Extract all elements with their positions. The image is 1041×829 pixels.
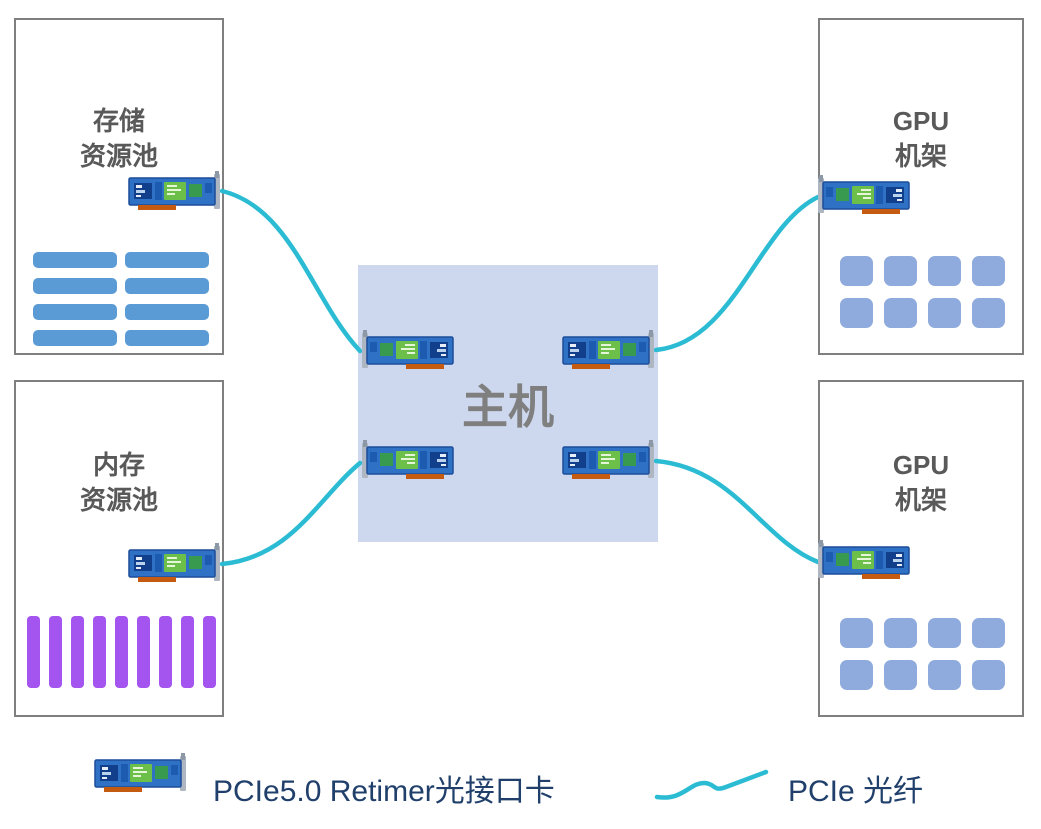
gpu-unit	[884, 660, 917, 690]
legend-fiber-label: PCIe 光纤	[788, 775, 924, 808]
gpu-unit-grid-bottom	[840, 618, 1005, 690]
gpu-unit	[928, 256, 961, 286]
memory-retimer-card-icon	[126, 543, 222, 589]
storage-bar	[125, 330, 209, 346]
storage-pool-label: 存储 资源池	[79, 106, 158, 172]
fiber-link-memory-host	[219, 460, 363, 567]
memory-pool-label: 内存 资源池	[79, 450, 158, 516]
memory-bar	[71, 616, 84, 688]
gpu-unit	[972, 256, 1005, 286]
memory-bar	[27, 616, 40, 688]
gpu-unit	[972, 660, 1005, 690]
fiber-link-storage-host	[219, 188, 363, 354]
gpu-unit	[884, 256, 917, 286]
host-retimer-card-top-right-icon	[560, 330, 656, 376]
gpu-unit	[928, 660, 961, 690]
storage-bars	[33, 252, 209, 346]
host-retimer-card-top-left-icon	[360, 330, 456, 376]
storage-bar	[33, 278, 117, 294]
memory-bar	[181, 616, 194, 688]
gpu-unit	[884, 298, 917, 328]
memory-bar	[203, 616, 216, 688]
gpu-rack-bottom-label: GPU 机架	[892, 450, 950, 516]
memory-bar	[137, 616, 150, 688]
memory-bar	[115, 616, 128, 688]
host-retimer-card-bottom-right-icon	[560, 440, 656, 486]
memory-pool-box: 内存 资源池	[14, 380, 224, 717]
legend-fiber-icon	[654, 769, 769, 800]
gpu-unit	[928, 298, 961, 328]
gpu-unit-grid-top	[840, 256, 1005, 328]
storage-bar	[125, 278, 209, 294]
gpu-bottom-retimer-card-icon	[816, 540, 912, 586]
storage-bar	[33, 252, 117, 268]
gpu-unit	[928, 618, 961, 648]
fiber-link-host-gpu-top	[653, 194, 821, 353]
memory-bars	[27, 616, 216, 688]
gpu-unit	[972, 298, 1005, 328]
host-label: 主机	[462, 380, 554, 433]
legend-retimer-label: PCIe5.0 Retimer光接口卡	[213, 775, 555, 808]
storage-bar	[33, 304, 117, 320]
gpu-unit	[840, 660, 873, 690]
storage-bar	[125, 304, 209, 320]
host-box: 主机	[358, 265, 658, 542]
gpu-unit	[840, 298, 873, 328]
gpu-top-retimer-card-icon	[816, 175, 912, 221]
storage-retimer-card-icon	[126, 171, 222, 217]
memory-bar	[159, 616, 172, 688]
gpu-unit	[840, 256, 873, 286]
fiber-link-host-gpu-bottom	[653, 458, 821, 565]
memory-bar	[49, 616, 62, 688]
gpu-unit	[840, 618, 873, 648]
gpu-unit	[972, 618, 1005, 648]
legend-retimer-card-icon	[92, 753, 188, 799]
host-retimer-card-bottom-left-icon	[360, 440, 456, 486]
storage-bar	[33, 330, 117, 346]
gpu-rack-top-label: GPU 机架	[892, 106, 950, 172]
gpu-unit	[884, 618, 917, 648]
storage-bar	[125, 252, 209, 268]
memory-bar	[93, 616, 106, 688]
